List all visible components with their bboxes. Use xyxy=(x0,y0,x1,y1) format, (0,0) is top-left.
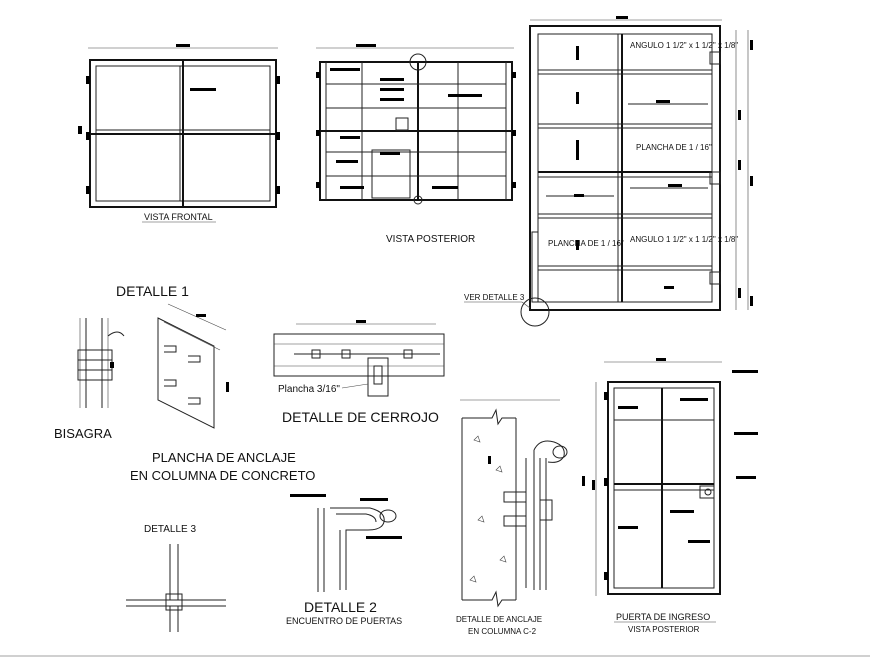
puerta-ingreso-view: PUERTA DE INGRESO VISTA POSTERIOR xyxy=(592,358,758,634)
plancha-label-top: PLANCHA DE 1 / 16" xyxy=(636,143,712,152)
puerta-ingreso-label: PUERTA DE INGRESO xyxy=(616,612,710,622)
detalle-3-view: DETALLE 3 xyxy=(126,524,226,632)
tall-door-view: ANGULO 1 1/2" x 1 1/2" x 1/8" PLANCHA DE… xyxy=(464,16,753,327)
detalle-2-label: DETALLE 2 xyxy=(304,599,377,615)
detalle-1-view: DETALLE 1 BISAGRA PLANCHA DE ANCLAJE EN … xyxy=(54,283,315,483)
detalle-anclaje-columna-view: DETALLE DE ANCLAJE EN COLUMNA C-2 xyxy=(456,399,585,636)
anclaje-columna-label-1: DETALLE DE ANCLAJE xyxy=(456,615,542,624)
plancha-anclaje-label-2: EN COLUMNA DE CONCRETO xyxy=(130,468,315,483)
detalle-1-label: DETALLE 1 xyxy=(116,283,189,299)
detalle-3-label: DETALLE 3 xyxy=(144,524,196,535)
detalle-cerrojo-view: Plancha 3/16" DETALLE DE CERROJO xyxy=(273,320,445,425)
vista-frontal-label: VISTA FRONTAL xyxy=(144,212,213,222)
vista-posterior-label: VISTA POSTERIOR xyxy=(386,234,475,245)
encuentro-puertas-label: ENCUENTRO DE PUERTAS xyxy=(286,616,402,626)
bisagra-label: BISAGRA xyxy=(54,426,112,441)
vista-frontal-view: VISTA FRONTAL xyxy=(78,44,280,223)
plancha-anclaje-label-1: PLANCHA DE ANCLAJE xyxy=(152,450,296,465)
angulo-label-bottom: ANGULO 1 1/2" x 1 1/2" x 1/8" xyxy=(630,235,738,244)
detalle-2-view: DETALLE 2 ENCUENTRO DE PUERTAS xyxy=(286,494,402,626)
anclaje-columna-label-2: EN COLUMNA C-2 xyxy=(468,627,537,636)
angulo-label-top: ANGULO 1 1/2" x 1 1/2" x 1/8" xyxy=(630,41,738,50)
ver-detalle-3-label: VER DETALLE 3 xyxy=(464,293,525,302)
plancha-label-bottom: PLANCHA DE 1 / 16" xyxy=(548,239,624,248)
vista-posterior-small-label: VISTA POSTERIOR xyxy=(628,625,700,634)
detalle-cerrojo-label: DETALLE DE CERROJO xyxy=(282,409,439,425)
plancha-316-label: Plancha 3/16" xyxy=(278,384,340,395)
vista-posterior-view: VISTA POSTERIOR xyxy=(316,44,516,245)
